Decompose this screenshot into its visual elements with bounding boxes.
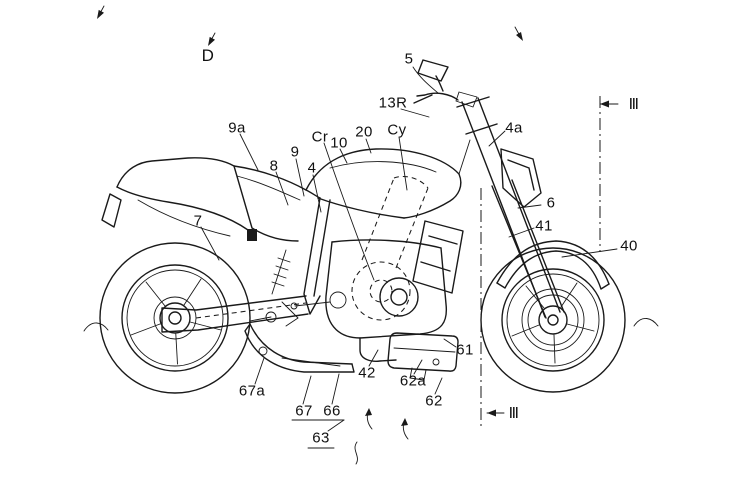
hook-arrow-2 bbox=[401, 418, 408, 426]
front-wheel bbox=[480, 247, 626, 393]
crankshaft-hidden-line bbox=[351, 261, 411, 321]
headlight bbox=[500, 148, 542, 208]
direction-arrows bbox=[97, 5, 523, 440]
bodywork bbox=[101, 139, 471, 333]
side-panel-block bbox=[247, 229, 257, 241]
muffler bbox=[387, 332, 459, 372]
leader-lines bbox=[200, 66, 618, 449]
handlebar bbox=[413, 92, 459, 104]
cylinder-hidden-line bbox=[361, 175, 429, 269]
front-fender bbox=[496, 240, 610, 285]
break-lines bbox=[83, 318, 659, 465]
view-d-arrow bbox=[208, 36, 215, 46]
hook-arrow-1 bbox=[365, 408, 372, 416]
section-arrow-bottom bbox=[487, 409, 496, 417]
section-arrow-top bbox=[600, 100, 609, 108]
corner-arrow-left bbox=[97, 9, 104, 19]
engine bbox=[244, 175, 464, 381]
exhaust-pipe bbox=[359, 337, 397, 362]
corner-arrow-right bbox=[516, 32, 523, 41]
section-lines bbox=[480, 96, 619, 428]
rear-wheel bbox=[99, 242, 251, 394]
front-end bbox=[413, 59, 610, 319]
mirror bbox=[417, 59, 449, 92]
radiator bbox=[412, 220, 464, 294]
belly-cowl bbox=[249, 323, 353, 365]
